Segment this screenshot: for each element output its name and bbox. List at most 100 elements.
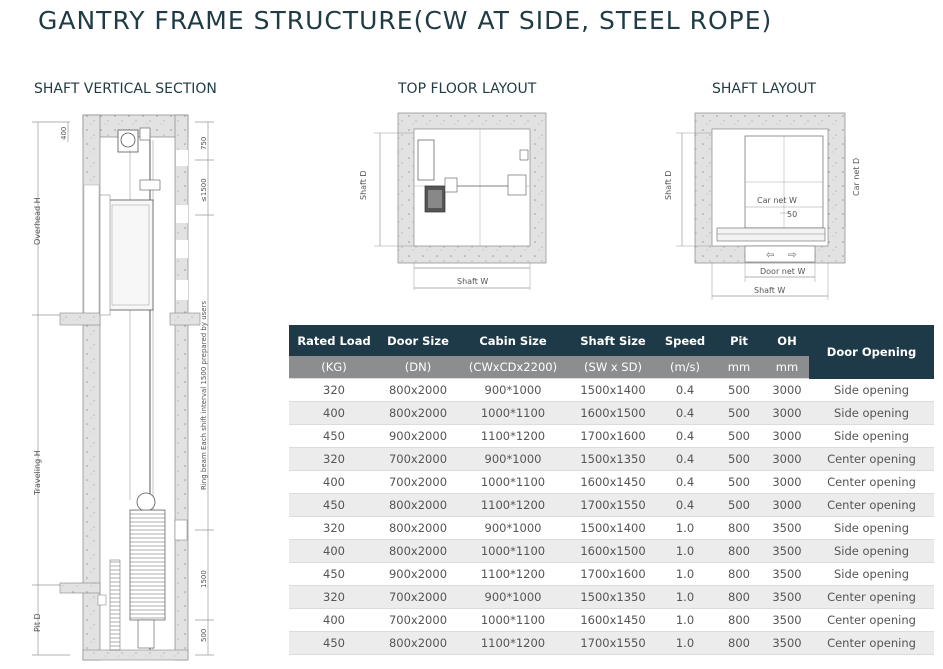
cell-rated-load: 320 <box>289 585 379 609</box>
cell-speed: 0.4 <box>657 424 713 448</box>
cell-cabin-size: 1000*1100 <box>457 539 569 563</box>
label-traveling-h: Traveling H <box>33 450 42 496</box>
header-oh: OH <box>765 325 809 356</box>
cell-door-size: 800x2000 <box>379 493 457 517</box>
unit-oh: mm <box>765 356 809 379</box>
cell-cabin-size: 1100*1200 <box>457 562 569 586</box>
cell-cabin-size: 1100*1200 <box>457 493 569 517</box>
unit-pit: mm <box>713 356 765 379</box>
cell-rated-load: 400 <box>289 470 379 494</box>
cell-oh: 3000 <box>765 401 809 425</box>
cell-cabin-size: 900*1000 <box>457 447 569 471</box>
cell-pit: 500 <box>713 447 765 471</box>
section-title-top-floor: TOP FLOOR LAYOUT <box>398 81 537 97</box>
header-pit: Pit <box>713 325 765 356</box>
cell-door-opening: Side opening <box>809 401 934 425</box>
cell-shaft-size: 1700x1600 <box>569 424 657 448</box>
label-dim-50: 50 <box>787 210 797 219</box>
header-cabin-size: Cabin Size <box>457 325 569 356</box>
cell-shaft-size: 1500x1400 <box>569 516 657 540</box>
cell-cabin-size: 1100*1200 <box>457 631 569 655</box>
cell-shaft-size: 1600x1500 <box>569 539 657 563</box>
label-dim-400: 400 <box>60 127 68 140</box>
arrow-right-icon: ⇨ <box>788 250 796 261</box>
cell-door-opening: Center opening <box>809 631 934 655</box>
cell-cabin-size: 1000*1100 <box>457 401 569 425</box>
label-dim-1500: 1500 <box>200 570 208 588</box>
unit-door-size: (DN) <box>379 356 457 379</box>
cell-oh: 3000 <box>765 424 809 448</box>
header-rated-load: Rated Load <box>289 325 379 356</box>
cell-door-size: 800x2000 <box>379 401 457 425</box>
cell-speed: 1.0 <box>657 516 713 540</box>
page-title: GANTRY FRAME STRUCTURE(CW AT SIDE, STEEL… <box>38 6 773 35</box>
cell-pit: 500 <box>713 401 765 425</box>
cell-shaft-size: 1500x1350 <box>569 585 657 609</box>
label-pit-d: Pit D <box>33 613 42 632</box>
cell-pit: 500 <box>713 378 765 402</box>
section-title-shaft-layout: SHAFT LAYOUT <box>712 81 817 97</box>
section-title-vertical: SHAFT VERTICAL SECTION <box>34 81 217 97</box>
cell-oh: 3000 <box>765 493 809 517</box>
cell-oh: 3500 <box>765 539 809 563</box>
cell-rated-load: 450 <box>289 424 379 448</box>
cell-speed: 0.4 <box>657 401 713 425</box>
cell-door-opening: Center opening <box>809 470 934 494</box>
label-car-net-d: Car net D <box>852 158 861 196</box>
cell-speed: 0.4 <box>657 470 713 494</box>
cell-door-size: 800x2000 <box>379 378 457 402</box>
shaft-layout-drawing: ⇦ ⇨ Shaft D Car net D Car net W 50 Door … <box>664 112 861 300</box>
label-door-net-w: Door net W <box>760 267 805 276</box>
cell-rated-load: 450 <box>289 631 379 655</box>
cell-pit: 800 <box>713 516 765 540</box>
cell-rated-load: 450 <box>289 562 379 586</box>
label-top-floor-shaft-w: Shaft W <box>457 277 488 286</box>
cell-door-opening: Side opening <box>809 516 934 540</box>
cell-pit: 800 <box>713 631 765 655</box>
top-floor-layout-drawing: Shaft D Shaft W <box>359 112 547 290</box>
cell-shaft-size: 1500x1400 <box>569 378 657 402</box>
label-dim-500: 500 <box>200 629 208 642</box>
cell-pit: 500 <box>713 424 765 448</box>
cell-shaft-size: 1500x1350 <box>569 447 657 471</box>
cell-door-opening: Center opening <box>809 493 934 517</box>
cell-pit: 800 <box>713 539 765 563</box>
cell-pit: 800 <box>713 585 765 609</box>
cell-oh: 3000 <box>765 470 809 494</box>
cell-door-size: 800x2000 <box>379 631 457 655</box>
cell-pit: 800 <box>713 562 765 586</box>
cell-pit: 500 <box>713 470 765 494</box>
cell-oh: 3500 <box>765 608 809 632</box>
cell-speed: 1.0 <box>657 608 713 632</box>
cell-speed: 1.0 <box>657 585 713 609</box>
cell-speed: 1.0 <box>657 539 713 563</box>
unit-cabin-size: (CWxCDx2200) <box>457 356 569 379</box>
label-dim-1500-top: ≤1500 <box>200 178 208 202</box>
label-shaft-layout-shaft-d: Shaft D <box>664 170 673 200</box>
header-shaft-size: Shaft Size <box>569 325 657 356</box>
unit-shaft-size: (SW x SD) <box>569 356 657 379</box>
unit-rated-load: (KG) <box>289 356 379 379</box>
cell-door-size: 900x2000 <box>379 562 457 586</box>
cell-door-size: 800x2000 <box>379 539 457 563</box>
cell-cabin-size: 1100*1200 <box>457 424 569 448</box>
cell-door-opening: Center opening <box>809 608 934 632</box>
cell-pit: 800 <box>713 608 765 632</box>
unit-speed: (m/s) <box>657 356 713 379</box>
cell-speed: 0.4 <box>657 378 713 402</box>
cell-rated-load: 400 <box>289 401 379 425</box>
cell-door-opening: Center opening <box>809 447 934 471</box>
cell-door-opening: Center opening <box>809 585 934 609</box>
vertical-section-drawing: Overhead H Traveling H Pit D 400 750 ≤15… <box>32 114 214 661</box>
cell-shaft-size: 1700x1600 <box>569 562 657 586</box>
cell-rated-load: 320 <box>289 516 379 540</box>
label-overhead-h: Overhead H <box>33 197 42 245</box>
label-ring-beam: Ring beam Each shift interval 1500 prepa… <box>200 301 208 490</box>
